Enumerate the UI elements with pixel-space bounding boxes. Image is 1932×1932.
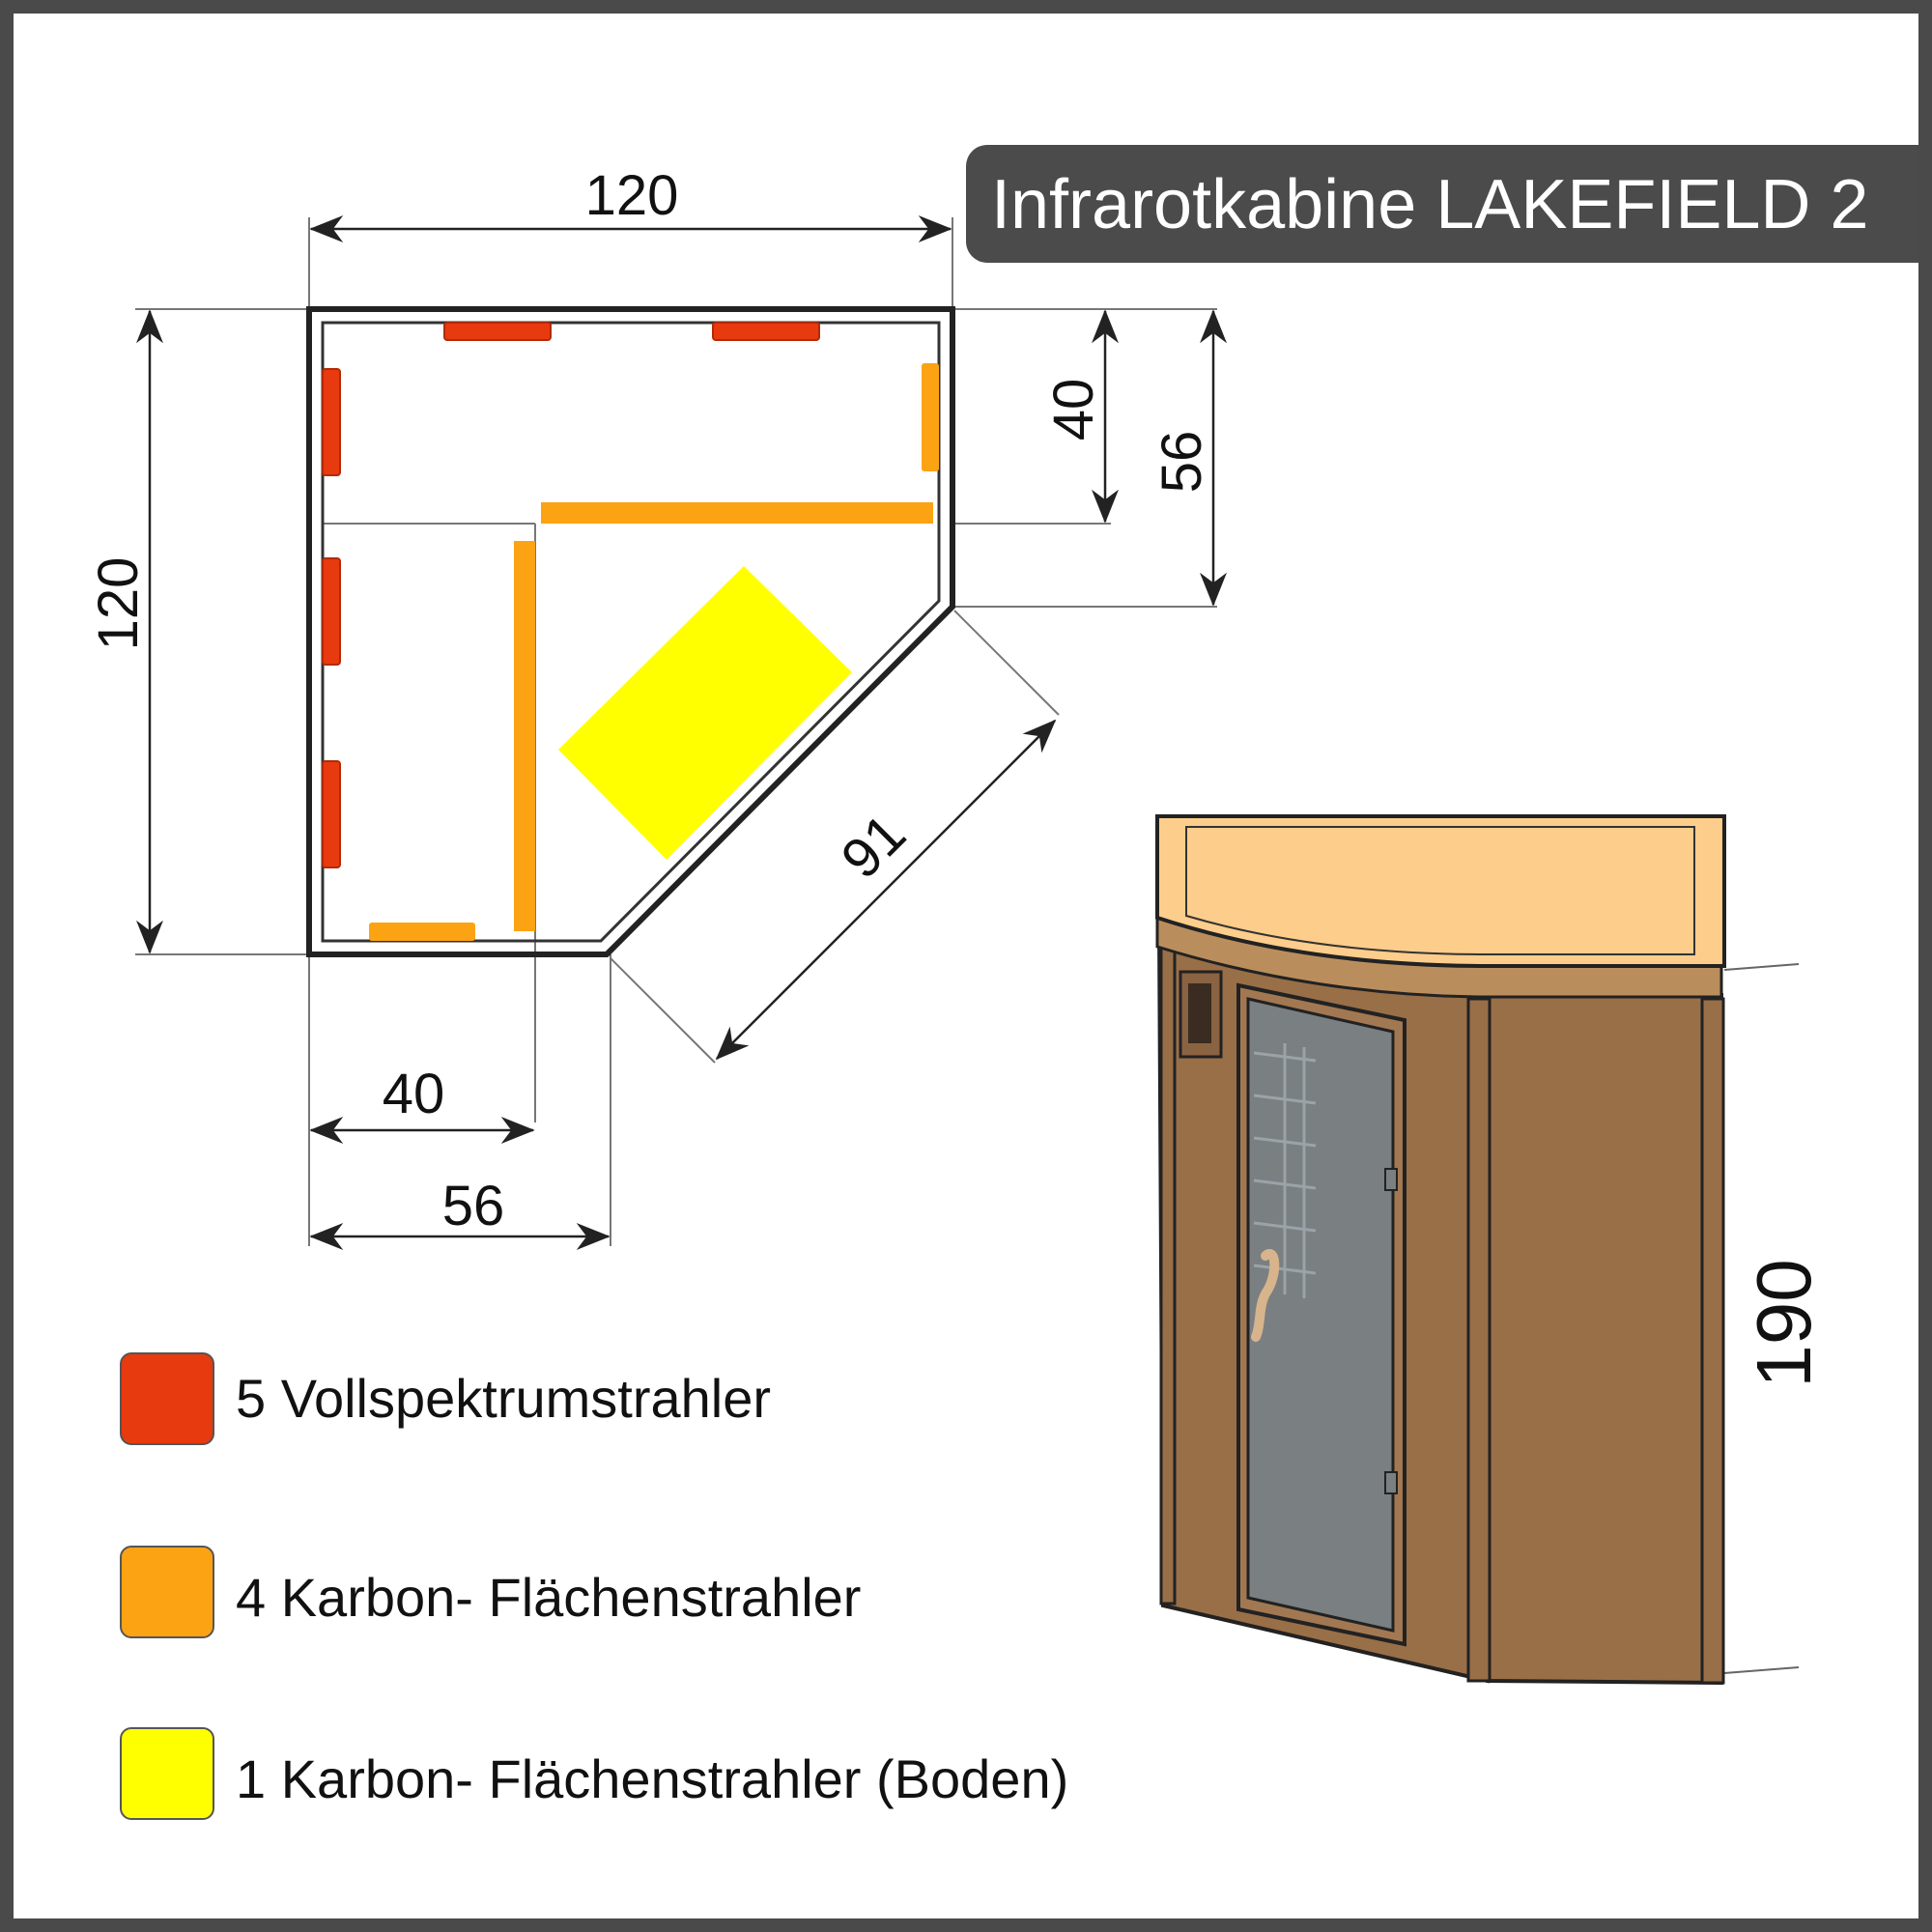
corner-post [1466,997,1492,1683]
roof-inner-line [1185,826,1695,955]
dim-left-height: 120 [87,557,150,651]
legend-label-full-spectrum: 5 Vollspektrumstrahler [236,1368,772,1429]
orange-heater [514,541,535,931]
title-banner [966,145,1918,263]
dimension-arrows [136,215,1227,1250]
cabin-roof [1155,814,1726,968]
legend-swatch-orange [120,1546,214,1638]
red-heater [712,322,820,341]
red-heater [322,368,341,476]
dim-cabin-height: 190 [1741,1259,1827,1387]
dim-right-40: 40 [1042,379,1105,441]
height-reference-lines [1723,963,1800,1674]
cabin-side-wall [1486,993,1723,1686]
orange-heater [922,363,939,471]
dim-bottom-56: 56 [442,1175,505,1237]
full-spectrum-heaters [322,322,820,868]
door-hinge [1384,1168,1398,1191]
floor-heater [558,566,852,860]
door-handle [1251,1249,1280,1342]
legend-label-floor: 1 Karbon- Flächenstrahler (Boden) [236,1748,1069,1809]
legend-swatch-yellow [120,1727,214,1820]
dim-top-width: 120 [585,164,679,227]
legend-label-carbon: 4 Karbon- Flächenstrahler [236,1567,862,1628]
dim-right-56: 56 [1151,431,1213,494]
orange-heater [541,502,933,524]
interior-bench-lines [1253,1043,1317,1298]
corner-post [1159,931,1177,1605]
red-heater [322,557,341,666]
corner-post [1700,997,1725,1685]
control-display [1188,983,1211,1043]
red-heater [322,760,341,868]
door-hinge [1384,1471,1398,1494]
red-heater [443,322,552,341]
door-glass [1246,997,1395,1633]
title: Infrarotkabine LAKEFIELD 2 [991,166,1869,243]
orange-heater [369,923,475,941]
legend-swatch-red [120,1352,214,1445]
carbon-panel-heaters [369,363,939,941]
dim-bottom-40: 40 [383,1063,445,1125]
